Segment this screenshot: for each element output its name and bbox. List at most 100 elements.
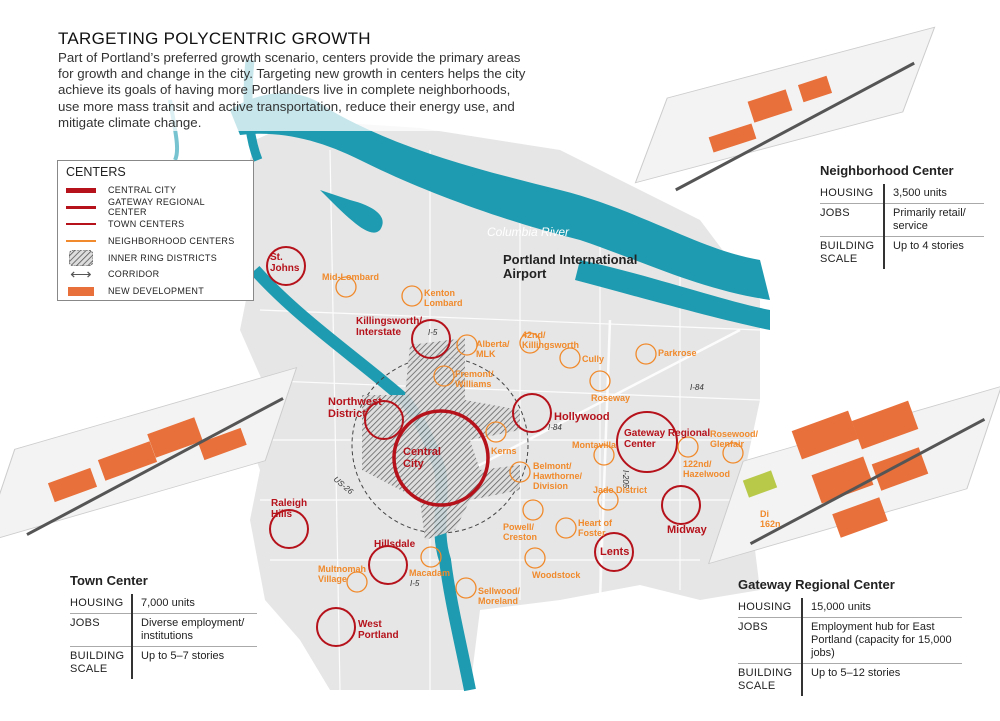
highway-label: I-84 <box>548 423 562 432</box>
info-title: Neighborhood Center <box>820 163 954 178</box>
town-center-circle <box>411 319 451 359</box>
neighborhood-center-circle <box>555 517 577 539</box>
town-center-label: Northwest District <box>328 396 382 420</box>
legend-label: NEW DEVELOPMENT <box>108 286 205 297</box>
neighborhood-center-circle <box>597 489 619 511</box>
thin-red-line-icon <box>66 222 96 225</box>
neighborhood-center-label: Fremont/ Williams <box>455 369 494 389</box>
hatch-icon <box>66 249 96 266</box>
intro-text: Part of Portland’s preferred growth scen… <box>58 50 528 132</box>
neighborhood-center-label: Woodstock <box>532 570 581 580</box>
neighborhood-center-circle <box>485 421 507 443</box>
neighborhood-center-circle <box>335 276 357 298</box>
thick-red-line-icon <box>66 187 96 193</box>
legend-item-central-city: CENTRAL CITY <box>66 182 245 199</box>
neighborhood-center-circle <box>509 461 531 483</box>
legend-item-inner-ring: INNER RING DISTRICTS <box>66 249 245 266</box>
page-title: TARGETING POLYCENTRIC GROWTH <box>58 29 371 48</box>
neighborhood-center-label: Belmont/ Hawthorne/ Division <box>533 461 583 491</box>
neighborhood-center-circle <box>524 547 546 569</box>
neighborhood-center-label: Kenton Lombard <box>424 288 463 308</box>
legend-title: CENTERS <box>66 165 126 179</box>
neighborhood-center-circle <box>455 577 477 599</box>
legend-label: GATEWAY REGIONAL CENTER <box>108 197 205 218</box>
town-center-circle <box>392 409 490 507</box>
town-center-label: Hillsdale <box>374 539 416 550</box>
highway-label: I-5 <box>410 579 420 588</box>
highway-label: I-84 <box>690 383 704 392</box>
neighborhood-center-circle <box>635 343 657 365</box>
town-center-illustration <box>0 366 300 544</box>
legend-item-neighborhood: NEIGHBORHOOD CENTERS <box>66 232 245 249</box>
legend-label: CORRIDOR <box>108 269 160 280</box>
orange-swatch-icon <box>66 286 96 296</box>
neighborhood-center-circle <box>519 332 541 354</box>
medium-red-line-icon <box>66 205 96 209</box>
neighborhood-center-label: Cully <box>582 354 605 364</box>
info-title: Gateway Regional Center <box>738 577 895 592</box>
neighborhood-center-label: Mid-Lombard <box>322 272 379 282</box>
town-center-label: West Portland <box>358 619 399 641</box>
neighborhood-center-label: Sellwood/ Moreland <box>478 586 521 606</box>
town-center-circle <box>266 246 306 286</box>
neighborhood-center-label: 122nd/ Hazelwood <box>683 459 731 479</box>
town-center-label: Lents <box>600 546 630 558</box>
info-title: Town Center <box>70 573 148 588</box>
neighborhood-center-label: Macadam <box>409 568 451 578</box>
neighborhood-center-circle <box>346 571 368 593</box>
neighborhood-center-label: Roseway <box>591 393 631 403</box>
town-center-circle <box>594 532 634 572</box>
neighborhood-center-circle <box>456 334 478 356</box>
neighborhood-center-label: Powell/ Creston <box>503 522 538 542</box>
legend-item-town-centers: TOWN CENTERS <box>66 216 245 233</box>
neighborhood-center-circle <box>420 546 442 568</box>
legend-label: INNER RING DISTRICTS <box>108 252 218 263</box>
town-center-label: Gateway Regional Center <box>624 428 711 450</box>
neighborhood-center-label: 42nd/ Killingsworth <box>522 330 579 350</box>
legend-label: TOWN CENTERS <box>108 218 185 229</box>
neighborhood-center-label: Parkrose <box>658 348 697 358</box>
city-land <box>230 120 760 690</box>
town-center-label: St. Johns <box>270 252 300 274</box>
town-center-circle <box>368 545 408 585</box>
neighborhood-center-circle <box>522 499 544 521</box>
town-center-label: Killingsworth/ Interstate <box>356 316 423 338</box>
town-center-label: Central City <box>403 446 441 470</box>
neighborhood-center-label: Multnomah Village <box>318 564 366 584</box>
double-arrow-icon: ⟷ <box>70 266 92 284</box>
legend-item-corridor: ⟷ CORRIDOR <box>66 266 245 283</box>
airport-label: Portland International Airport <box>503 252 638 281</box>
legend-item-new-development: NEW DEVELOPMENT <box>66 283 245 300</box>
neighborhood-center-label: Kerns <box>491 446 517 456</box>
town-center-label: Midway <box>667 524 707 536</box>
neighborhood-center-circle <box>401 285 423 307</box>
legend-item-gateway: GATEWAY REGIONAL CENTER <box>66 197 245 218</box>
inner-ring-districts <box>362 338 520 540</box>
neighborhood-center-label: Rosewood/ Glenfair <box>710 429 759 449</box>
highway-label: I-205 <box>621 470 630 489</box>
town-center-circle <box>364 400 404 440</box>
columbia-river <box>230 93 770 300</box>
neighborhood-center-illustration <box>634 26 940 192</box>
legend-label: NEIGHBORHOOD CENTERS <box>108 235 235 246</box>
neighborhood-center-circle <box>589 370 611 392</box>
town-center-circle <box>616 411 678 473</box>
neighborhood-center-label: Heart of Foster <box>578 518 613 538</box>
neighborhood-center-circle <box>559 347 581 369</box>
columbia-river-label: Columbia River <box>487 225 570 239</box>
legend-label: CENTRAL CITY <box>108 185 177 196</box>
orange-line-icon <box>66 239 96 242</box>
neighborhood-center-label: Di 162n <box>760 509 781 529</box>
town-center-circle <box>512 393 552 433</box>
neighborhood-center-label: Jade District <box>593 485 648 495</box>
legend: CENTERS CENTRAL CITY GATEWAY REGIONAL CE… <box>57 160 254 301</box>
town-center-circle <box>661 485 701 525</box>
neighborhood-center-label: Alberta/ MLK <box>476 339 510 359</box>
neighborhood-center-circle <box>677 436 699 458</box>
neighborhood-center-circle <box>722 442 744 464</box>
town-center-circle <box>269 509 309 549</box>
